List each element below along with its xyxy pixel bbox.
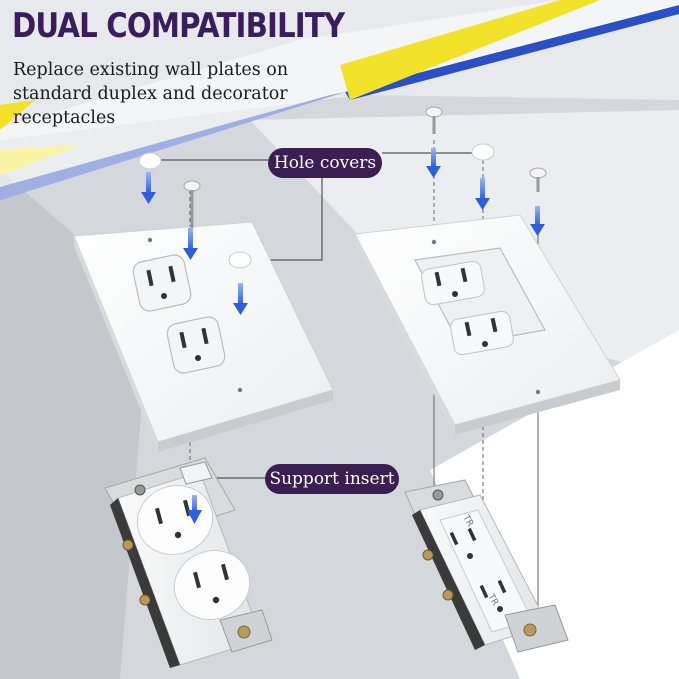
arrow-down-icon xyxy=(475,178,490,210)
direction-arrows xyxy=(141,148,545,524)
page-title: DUAL COMPATIBILITY xyxy=(12,6,345,46)
support-insert-callout: Support insert xyxy=(265,464,399,494)
terminal-screws xyxy=(122,539,151,606)
duplex-wall-plate xyxy=(73,221,334,452)
duplex-faces xyxy=(136,485,251,620)
screw-icon xyxy=(529,167,547,192)
outlet-slots xyxy=(146,265,209,361)
screw-icon xyxy=(183,180,201,228)
arrow-down-icon xyxy=(530,206,545,236)
arrow-down-icon xyxy=(187,495,202,524)
hole-cover-discs xyxy=(138,143,495,269)
duplex-receptacle xyxy=(104,457,273,668)
page-subtitle: Replace existing wall plates on standard… xyxy=(13,60,289,128)
accent-stripes xyxy=(0,0,679,200)
arrow-down-icon xyxy=(233,283,248,315)
support-insert-piece xyxy=(179,461,213,485)
plate-outlet-openings xyxy=(132,254,226,374)
arrow-down-icon xyxy=(183,228,198,260)
decorator-receptacle: TR TR xyxy=(404,479,569,653)
arrow-down-icon xyxy=(426,148,441,178)
arrow-down-icon xyxy=(141,172,156,204)
screw-icon xyxy=(425,106,443,134)
screws xyxy=(179,106,547,485)
decorator-wall-plate xyxy=(354,214,621,435)
hole-covers-callout: Hole covers xyxy=(268,148,382,178)
